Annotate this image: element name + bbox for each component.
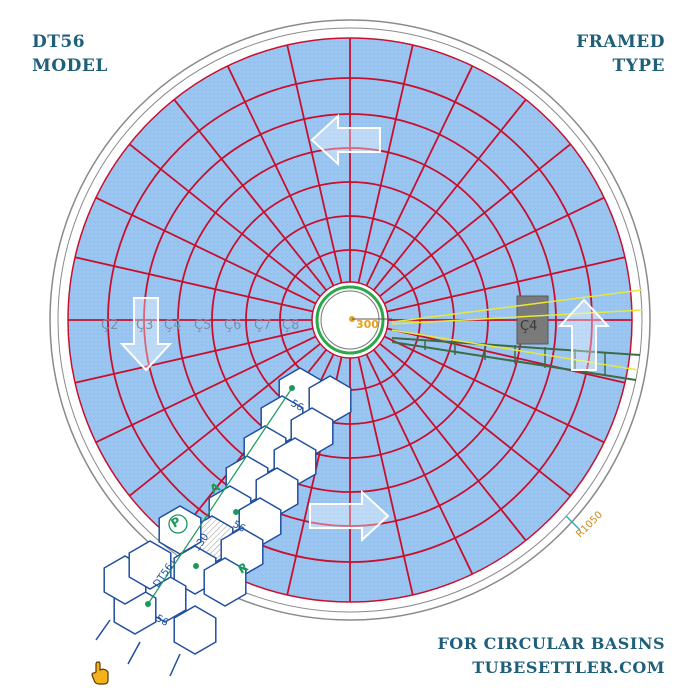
hex-tail bbox=[169, 653, 181, 677]
frame-spoke bbox=[95, 335, 317, 444]
hex-dimension-node bbox=[193, 563, 199, 569]
hex-dimension-line bbox=[147, 387, 293, 605]
footer-label: FOR CIRCULAR BASINS TUBESETTLER.COM bbox=[437, 632, 665, 680]
hex-dimension-node bbox=[289, 385, 295, 391]
frame-spoke bbox=[95, 196, 317, 305]
flow-arrow-icon bbox=[310, 113, 381, 167]
frame-spoke bbox=[372, 98, 527, 291]
frame-spoke bbox=[226, 65, 335, 287]
panel-label-c5: Ç5 bbox=[194, 318, 211, 333]
type-word-1: FRAMED bbox=[576, 32, 665, 52]
frame-spoke bbox=[74, 256, 314, 313]
hex-letter-p-ring bbox=[168, 514, 188, 534]
frame-spoke bbox=[173, 98, 328, 291]
hex-cell bbox=[203, 557, 247, 607]
frame-spoke bbox=[74, 327, 314, 384]
panel-label-c7: Ç7 bbox=[254, 318, 271, 333]
model-label: DT56 MODEL bbox=[32, 30, 108, 78]
flow-arrow-icon bbox=[119, 297, 173, 372]
model-word: MODEL bbox=[32, 56, 108, 76]
frame-spoke bbox=[286, 44, 343, 284]
hex-cell bbox=[128, 540, 172, 590]
frame-spoke bbox=[128, 342, 321, 497]
basin-outer-wall bbox=[49, 19, 651, 621]
panel-labels-left: Ç2 Ç3 Ç4 Ç5 Ç6 Ç7 Ç8 bbox=[101, 318, 299, 333]
panel-label-right: Ç4 bbox=[520, 319, 537, 334]
basin-inner-wall bbox=[57, 27, 643, 613]
center-dimension: 300 bbox=[356, 318, 379, 331]
panel-label-c2: Ç2 bbox=[101, 318, 118, 333]
frame-spoke bbox=[379, 342, 572, 497]
hex-tail bbox=[127, 641, 141, 665]
frame-spoke bbox=[383, 196, 605, 305]
frame-spoke bbox=[372, 349, 527, 542]
frame-spoke bbox=[379, 143, 572, 298]
panel-label-c4: Ç4 bbox=[164, 318, 181, 333]
hex-cell bbox=[158, 505, 202, 555]
panel-label-c8: Ç8 bbox=[282, 318, 299, 333]
radius-dimension: R1050 bbox=[565, 509, 605, 540]
panel-label-c3: Ç3 bbox=[136, 318, 153, 333]
hex-tail bbox=[95, 619, 111, 641]
frame-spoke bbox=[365, 65, 474, 287]
flow-arrow-icon bbox=[557, 298, 611, 371]
pointer-hand-icon bbox=[91, 661, 109, 685]
frame-spoke bbox=[386, 256, 626, 313]
center-column: 300 bbox=[311, 281, 392, 359]
hex-dimension-node bbox=[145, 601, 151, 607]
panel-label-c6: Ç6 bbox=[224, 318, 241, 333]
frame-spoke bbox=[128, 143, 321, 298]
frame-spoke bbox=[386, 327, 626, 384]
hex-cell bbox=[173, 605, 217, 655]
frame-spoke bbox=[357, 356, 414, 596]
footer-basins: FOR CIRCULAR BASINS bbox=[437, 634, 665, 653]
frame-spoke bbox=[357, 44, 414, 284]
footer-website[interactable]: TUBESETTLER.COM bbox=[472, 658, 665, 677]
section-band bbox=[391, 337, 641, 381]
frame-spoke bbox=[383, 335, 605, 444]
highlighted-panel bbox=[516, 295, 549, 345]
model-code: DT56 bbox=[32, 32, 86, 52]
frame-spoke bbox=[365, 353, 474, 575]
type-label: FRAMED TYPE bbox=[576, 30, 665, 78]
hex-dimension-node bbox=[233, 509, 239, 515]
flow-arrow-icon bbox=[309, 489, 390, 543]
type-word-2: TYPE bbox=[612, 56, 665, 76]
